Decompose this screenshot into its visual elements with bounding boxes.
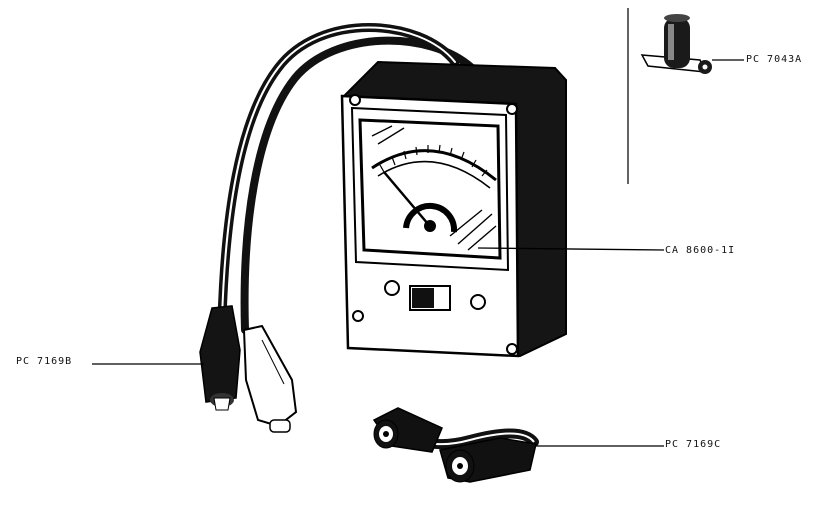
label-probe-socket: PC 7043A xyxy=(746,54,803,65)
meter-body xyxy=(340,60,665,358)
probe-socket-part xyxy=(640,14,744,74)
test-lead-cables xyxy=(217,23,476,334)
label-meter-body: CA 8600-1I xyxy=(665,245,736,256)
label-test-leads: PC 7169B xyxy=(16,356,73,367)
jumper-lead xyxy=(372,407,664,483)
test-lead-clips xyxy=(92,305,298,433)
label-jumper-lead: PC 7169C xyxy=(665,439,722,450)
